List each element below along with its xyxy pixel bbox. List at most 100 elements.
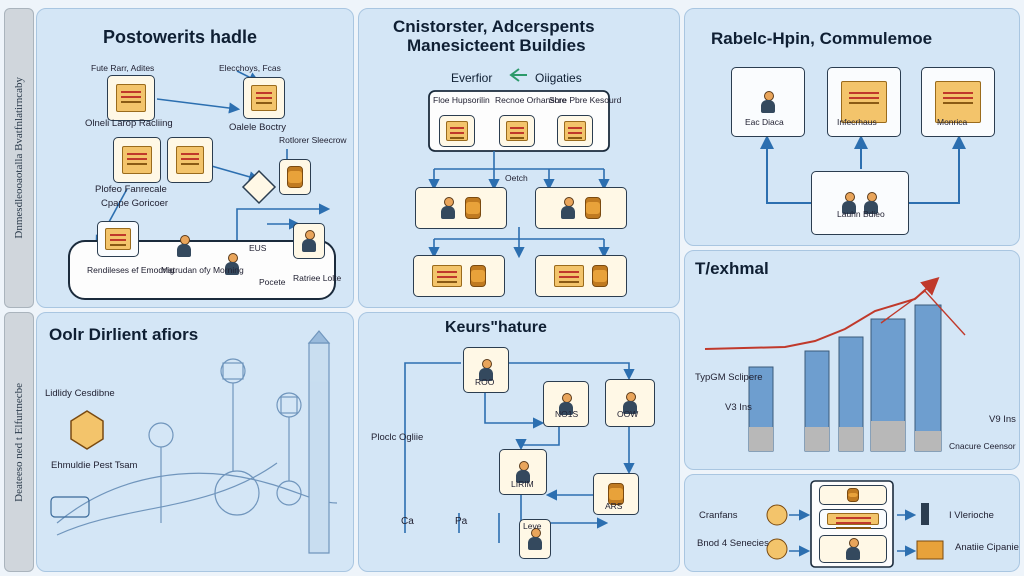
panel-bars xyxy=(704,276,966,452)
panel-title: Oolr Dirlient afiors xyxy=(49,325,199,344)
staff-box xyxy=(535,187,627,229)
feature-box xyxy=(605,379,655,427)
staff-box xyxy=(415,187,507,229)
feature-box xyxy=(543,381,589,427)
handshake-icon xyxy=(935,80,981,124)
label: Lauhn Bdieo xyxy=(837,209,885,219)
icon-row xyxy=(819,535,887,563)
label: Ca xyxy=(401,516,414,527)
label: Matrudan ofy Morning xyxy=(161,265,244,275)
label: Infecrhaus xyxy=(837,117,877,127)
barrel-icon xyxy=(608,483,624,505)
chart-icon xyxy=(563,121,587,141)
panel-title: Keurs"hature xyxy=(445,319,547,336)
feature-box xyxy=(519,519,551,559)
side-strip-top: Dnmesdleooaotalla Bvatfnlatirncaby xyxy=(4,8,34,308)
panel-title: Postowerits hadle xyxy=(103,27,258,47)
person-icon xyxy=(177,235,191,257)
storage-box xyxy=(413,255,505,297)
label: Eac Diaca xyxy=(745,117,784,127)
chart-box xyxy=(557,115,593,147)
barrel-icon xyxy=(465,197,481,219)
label: Rotlorer Sleecrow xyxy=(279,135,347,145)
person-icon xyxy=(846,538,860,560)
researcher-icon xyxy=(761,91,775,113)
label: Ehmuldie Pest Tsam xyxy=(51,460,138,471)
label: Oalele Boctry xyxy=(229,122,287,133)
bank-box xyxy=(499,115,535,147)
document-icon xyxy=(116,83,146,113)
server-box xyxy=(279,159,311,195)
panel-title-line2: Manesicteent Buildies xyxy=(407,36,586,55)
chef-icon xyxy=(559,393,573,415)
label: Bnod 4 Senecies xyxy=(697,538,769,549)
panel-transfers: Cranfans Bnod 4 Senecies I Vlerioche Ana… xyxy=(684,474,1020,572)
barrel-icon xyxy=(470,265,486,287)
label: Shre Pbre Kesourd xyxy=(549,95,622,105)
panel-different-actions: Oolr Dirlient afiors Lidlidy Cesdibne Eh… xyxy=(36,312,354,572)
panel-arrows xyxy=(760,135,966,204)
label: V3 Ins xyxy=(725,402,752,413)
barrel-icon xyxy=(592,265,608,287)
label: Floe Hupsorilin xyxy=(433,95,490,105)
label: I Vlerioche xyxy=(949,510,994,521)
document-icon xyxy=(105,227,131,251)
document-icon xyxy=(445,121,469,141)
label: Pocete xyxy=(259,277,286,287)
feature-box xyxy=(593,473,639,515)
label: Fute Rarr, Adites xyxy=(91,63,155,73)
doc-box xyxy=(243,77,285,119)
panel-process-handle: Postowerits hadle Fute Rarr, Adites Elec… xyxy=(36,8,354,308)
panel-title-line1: Cnistorster, Adcerspents xyxy=(393,17,595,36)
label: Olneli Larop Racliing xyxy=(85,118,173,129)
chef-icon xyxy=(516,461,530,483)
document-icon xyxy=(175,145,205,175)
card-icon xyxy=(827,513,879,525)
coins-icon xyxy=(554,265,584,287)
label: Oetch xyxy=(505,173,528,183)
barrel-icon xyxy=(847,488,859,502)
infrastructure-box xyxy=(827,67,901,137)
label: ROO xyxy=(475,377,495,387)
panel-arrows xyxy=(428,68,610,259)
laptop-icon xyxy=(841,80,887,124)
person-figure xyxy=(177,235,191,257)
panel-public-community: Rabelc-Hpin, Commulemoe Eac Diaca Infecr… xyxy=(684,8,1020,246)
panel-thermal: T/exhmal TypGM Sclipere V3 Ins V9 Ins Cn… xyxy=(684,250,1020,470)
barrel-icon xyxy=(585,197,601,219)
label: NO1S xyxy=(555,409,579,419)
coins-icon xyxy=(432,265,462,287)
feature-box xyxy=(463,347,509,393)
feature-box xyxy=(499,449,547,495)
label: Cpape Goricoer xyxy=(101,198,169,209)
doc-box xyxy=(113,137,161,183)
panel-customer-buildings: Cnistorster, Adcerspents Manesicteent Bu… xyxy=(358,8,680,308)
panel-network xyxy=(50,330,338,554)
person-figure xyxy=(225,253,239,275)
bank-icon xyxy=(505,121,529,141)
label: Plofeo Fanrecale xyxy=(95,184,167,195)
panel-features: Keurs"hature ROO NO1S OOW LIRIM ARS Ploc… xyxy=(358,312,680,572)
label: Monrica xyxy=(937,117,968,127)
doc-box xyxy=(167,137,213,183)
barrel-icon xyxy=(287,166,303,188)
label: Ratriee Lolte xyxy=(293,273,342,283)
card-row xyxy=(819,509,887,529)
label: Pa xyxy=(455,516,468,527)
label: EUS xyxy=(249,243,267,253)
label: Cranfans xyxy=(699,510,738,521)
label: Lidlidy Cesdibne xyxy=(45,388,115,399)
panel-title: Rabelc-Hpin, Commulemoe xyxy=(711,29,933,48)
launch-box xyxy=(811,171,909,235)
side-strip-top-label: Dnmesdleooaotalla Bvatfnlatirncaby xyxy=(13,77,25,239)
label: LIRIM xyxy=(511,479,534,489)
label: ARS xyxy=(605,501,623,511)
label: OOW xyxy=(617,409,639,419)
label: Recnoe Orhanscre xyxy=(495,95,567,105)
label: Elecchoys, Fcas xyxy=(219,63,281,73)
label: Anatiie Cipaniens xyxy=(955,542,1019,553)
document-icon xyxy=(122,145,152,175)
side-strip-bottom-label: Deateeso ned t Elfurtnecbe xyxy=(13,382,25,502)
side-strip-bottom: Deateeso ned t Elfurtnecbe xyxy=(4,312,34,572)
person-icon xyxy=(441,197,455,219)
